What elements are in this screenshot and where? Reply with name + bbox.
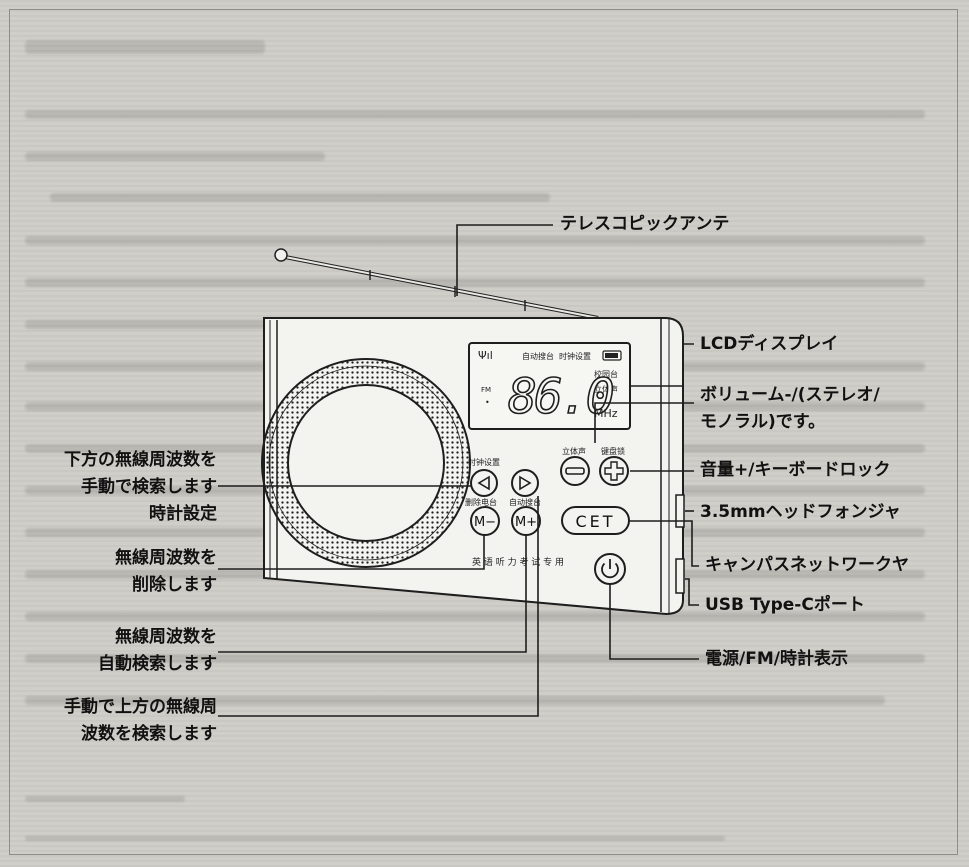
label-volume-plus: 音量+/キーボードロック <box>700 460 891 480</box>
label-search-up-line2: 波数を検索します <box>81 724 217 744</box>
label-delete-line1: 無線周波数を <box>115 548 217 568</box>
label-search-down-line2: 手動で検索します <box>81 477 217 497</box>
label-power: 電源/FM/時計表示 <box>705 649 848 669</box>
label-lcd-display: LCDディスプレイ <box>700 334 839 354</box>
m-minus-text: M− <box>474 515 496 530</box>
plus-icon <box>604 461 624 481</box>
tagline-text: 英 语 听 力 考 试 专 用 <box>472 556 564 568</box>
svg-text:•: • <box>485 398 490 407</box>
memory-auto-button[interactable]: M+ <box>511 506 541 536</box>
label-volume-minus-line2: モノラル)です。 <box>700 412 826 432</box>
lcd-campus-text: 校园台 <box>594 369 618 379</box>
lcd-stereo-text: 立体声 <box>594 384 618 394</box>
power-button[interactable] <box>594 553 626 585</box>
lcd-frequency-digits: 86.0 <box>508 369 613 425</box>
power-icon <box>601 562 619 579</box>
lcd-unit-text: MHz <box>594 407 618 420</box>
memory-delete-button[interactable]: M− <box>470 506 500 536</box>
label-volume-minus-line1: ボリューム-/(ステレオ/ <box>700 385 880 405</box>
telescopic-antenna <box>274 248 599 320</box>
caption-stereo: 立体声 <box>562 446 586 456</box>
triangle-right-icon <box>519 475 532 491</box>
label-auto-search-line1: 無線周波数を <box>115 627 217 647</box>
caption-delete: 删除电台 <box>465 497 497 507</box>
page-border <box>9 9 958 855</box>
label-campus-network: キャンパスネットワークヤ <box>705 555 909 575</box>
volume-minus-button[interactable] <box>560 456 590 486</box>
caption-auto: 自动搜台 <box>509 497 541 507</box>
label-search-down-line1: 下方の無線周波数を <box>64 450 217 470</box>
triangle-left-icon <box>477 475 490 491</box>
minus-icon <box>565 467 585 475</box>
m-plus-text: M+ <box>515 515 537 530</box>
cet-button[interactable]: CET <box>561 506 630 535</box>
caption-clock: 时钟设置 <box>468 457 500 467</box>
lcd-auto-search-text: 自动搜台 <box>522 351 554 361</box>
label-telescopic-antenna: テレスコピックアンテ <box>560 214 730 234</box>
lcd-fm-text: FM <box>481 386 491 394</box>
signal-icon: Ψıl <box>478 349 493 362</box>
leader-lines <box>218 224 699 717</box>
lcd-clock-text: 时钟设置 <box>559 351 591 361</box>
search-down-button[interactable] <box>470 469 498 497</box>
label-headphone-jack: 3.5mmヘッドフォンジャ <box>700 502 901 522</box>
speaker-grille <box>261 358 471 568</box>
label-usb-port: USB Type-Cポート <box>705 595 865 615</box>
caption-lock: 键盘锁 <box>601 446 625 456</box>
label-search-up-line1: 手動で上方の無線周 <box>64 697 217 717</box>
search-up-button[interactable] <box>511 469 539 497</box>
cet-text: CET <box>575 512 615 531</box>
label-auto-search-line2: 自動検索します <box>98 654 217 674</box>
lcd-display: Ψıl 自动搜台 时钟设置 校园台 立体声 FM • 86.0 MHz <box>468 342 631 430</box>
volume-plus-button[interactable] <box>599 456 629 486</box>
battery-icon <box>602 350 622 361</box>
label-delete-line2: 削除します <box>132 575 217 595</box>
label-search-down-line3: 時計設定 <box>149 504 217 524</box>
